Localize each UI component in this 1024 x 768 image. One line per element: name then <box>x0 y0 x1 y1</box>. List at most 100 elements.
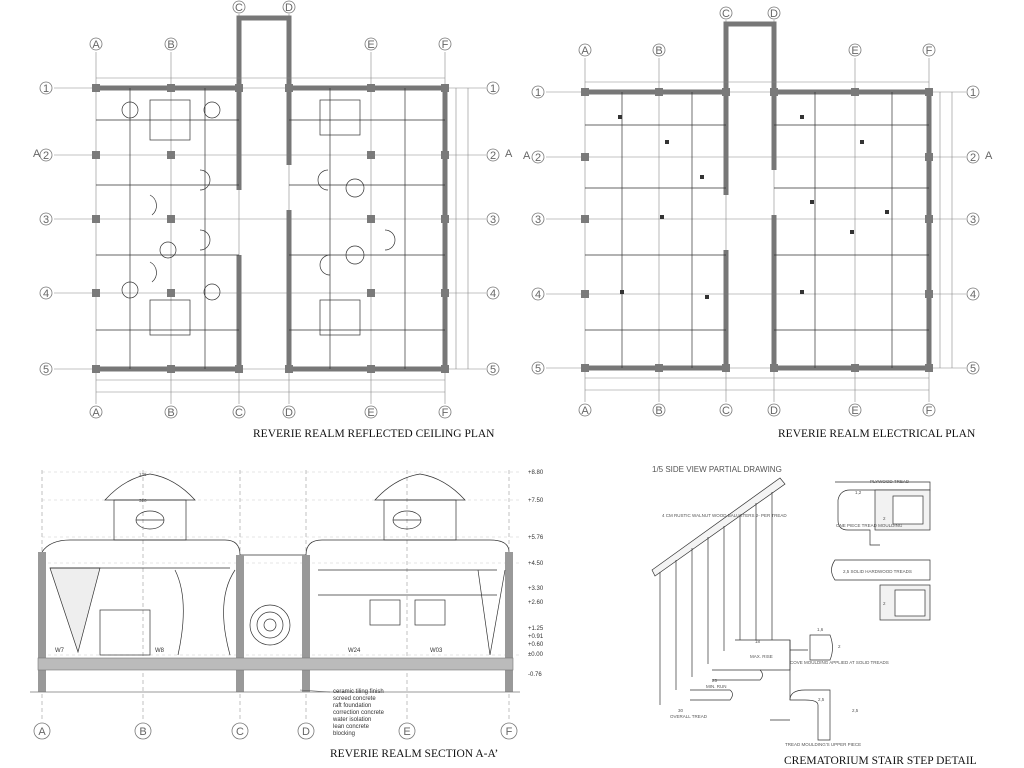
stair-dim-run: 25 <box>712 678 718 683</box>
elev-3: +5.76 <box>528 535 544 541</box>
elev-8: +0.91 <box>528 634 544 640</box>
section-a-a: 136 320 W7 W8 W24 W03 +8.80 +7.50 +5.76 … <box>30 470 544 760</box>
section-axis-labels: A B C D E F <box>33 722 518 740</box>
elec-axis-5-left: 5 <box>535 363 541 375</box>
elec-axis-2-left: 2 <box>535 152 541 164</box>
stair-max-rise: MAX. RISE <box>750 654 773 659</box>
elev-11: -0.76 <box>528 672 542 678</box>
elev-5: +3.30 <box>528 586 544 592</box>
rcp-axis-4-right: 4 <box>490 288 496 300</box>
balusters-note: 4 CM RUSTIC WALNUT WOOD BALUSTERS 2- PER… <box>662 513 787 518</box>
detail-tread-moulding <box>770 689 831 741</box>
stair-treads <box>690 639 791 701</box>
detail-solid-label: 2,5 SOLID HARDWOOD TREADS <box>843 569 912 574</box>
rcp-axis-e-bottom: E <box>367 407 374 419</box>
elec-row-axis-labels: 1 2 3 4 5 1 2 3 4 5 A A <box>523 85 993 375</box>
elec-axis-e-bottom: E <box>851 405 858 417</box>
elec-bottom-axis-labels: A B C D E F <box>578 403 936 417</box>
section-elevation-labels: +8.80 +7.50 +5.76 +4.50 +3.30 +2.60 +1.2… <box>528 470 544 678</box>
elec-section-marker-right: A <box>985 150 993 162</box>
elec-axis-b-bottom: B <box>655 405 662 417</box>
rcp-axis-3-left: 3 <box>43 214 49 226</box>
rcp-grid-lines <box>54 14 486 404</box>
elec-axis-3-left: 3 <box>535 214 541 226</box>
section-material-legend: ceramic tiling finish screed concrete ra… <box>299 689 385 737</box>
detail-dim-moulding-width: 2,5 <box>818 697 825 702</box>
elec-axis-a-bottom: A <box>581 405 589 417</box>
section-axis-a: A <box>38 726 46 738</box>
section-axis-c: C <box>236 726 244 738</box>
legend-item-6: lean concrete <box>333 724 370 730</box>
elev-6: +2.60 <box>528 600 544 606</box>
elec-outer-walls <box>585 21 932 371</box>
section-label-w7: W7 <box>55 648 65 654</box>
legend-item-3: raft foundation <box>333 703 371 709</box>
elev-9: +0.60 <box>528 642 544 648</box>
elev-2: +7.50 <box>528 498 544 504</box>
elec-outlets <box>618 115 889 299</box>
section-grid-lines <box>41 470 510 722</box>
elec-corridor-walls <box>723 92 777 368</box>
rcp-axis-5-left: 5 <box>43 364 49 376</box>
elev-1: +8.80 <box>528 470 544 476</box>
elec-axis-3-right: 3 <box>970 214 976 226</box>
section-axis-f: F <box>506 726 513 738</box>
section-axis-d: D <box>302 726 310 738</box>
section-label-w24: W24 <box>348 648 361 654</box>
stair-balusters <box>651 477 786 705</box>
section-axis-e: E <box>403 726 410 738</box>
elec-axis-2-right: 2 <box>970 152 976 164</box>
elec-panel-grid <box>585 92 929 368</box>
detail-dim-cove-height: 2 <box>838 644 841 649</box>
stair-caption: CREMATORIUM STAIR STEP DETAIL <box>784 755 977 767</box>
elec-section-marker-left: A <box>523 150 531 162</box>
rcp-axis-3-right: 3 <box>490 214 496 226</box>
section-cupola-left <box>104 473 196 541</box>
elec-dimension-lines <box>585 81 953 391</box>
detail-solid-hardwood <box>831 559 931 621</box>
detail-plywood-label: PLYWOOD TREAD <box>870 479 910 484</box>
detail-cove-label: COVE MOULDING APPLIED AT SOLID TREADS <box>790 660 889 665</box>
rcp-axis-5-right: 5 <box>490 364 496 376</box>
detail-plywood-tread <box>835 481 931 546</box>
section-label-w03: W03 <box>430 648 443 654</box>
detail-dim-moulding-height: 2,5 <box>852 708 859 713</box>
rcp-axis-2-right: 2 <box>490 150 496 162</box>
stair-step-detail: 1/5 SIDE VIEW PARTIAL DRAWING 4 CM RUSTI… <box>651 465 977 767</box>
section-walls <box>38 552 513 692</box>
elec-axis-f-bottom: F <box>926 405 933 417</box>
elec-axis-d-bottom: D <box>770 405 778 417</box>
elev-4: +4.50 <box>528 561 544 567</box>
elec-axis-c-bottom: C <box>722 405 730 417</box>
elec-axis-b-top: B <box>655 45 662 57</box>
elec-axis-4-right: 4 <box>970 289 976 301</box>
reflected-ceiling-plan: A B C D E F A B C D E F 1 2 3 4 5 1 2 3 … <box>33 0 513 419</box>
rcp-dimension-lines <box>96 77 469 393</box>
rcp-axis-2-left: 2 <box>43 150 49 162</box>
elec-axis-1-left: 1 <box>535 87 541 99</box>
rcp-columns <box>92 84 449 373</box>
legend-item-5: water isolation <box>332 717 371 723</box>
section-roof <box>41 539 510 556</box>
electrical-plan: A B C D E F A B C D E F 1 2 3 4 5 1 2 3 … <box>523 6 993 417</box>
rcp-axis-f-top: F <box>442 39 449 51</box>
rcp-axis-a-top: A <box>92 39 100 51</box>
detail-tread-moulding-label: TREAD MOULDING'S UPPER PIECE <box>785 742 861 747</box>
cupola-dim-1: 136 <box>139 472 147 477</box>
elev-7: +1.25 <box>528 626 544 632</box>
elec-grid-lines <box>546 20 966 402</box>
elec-axis-f-top: F <box>926 45 933 57</box>
rcp-bottom-axis-labels: A B C D E F <box>89 405 452 419</box>
section-cupola-right <box>374 473 466 541</box>
detail-dim-cove-width: 1,6 <box>817 627 824 632</box>
elec-axis-4-left: 4 <box>535 289 541 301</box>
rcp-section-marker-left: A <box>33 148 41 160</box>
cupola-dim-2: 320 <box>139 498 147 503</box>
section-level-lines <box>42 471 520 656</box>
section-label-w8: W8 <box>155 648 165 654</box>
elec-axis-d-top: D <box>770 8 778 20</box>
legend-item-7: blocking <box>333 731 355 737</box>
rcp-axis-d-bottom: D <box>285 407 293 419</box>
stair-dim-rise: 18 <box>755 639 761 644</box>
